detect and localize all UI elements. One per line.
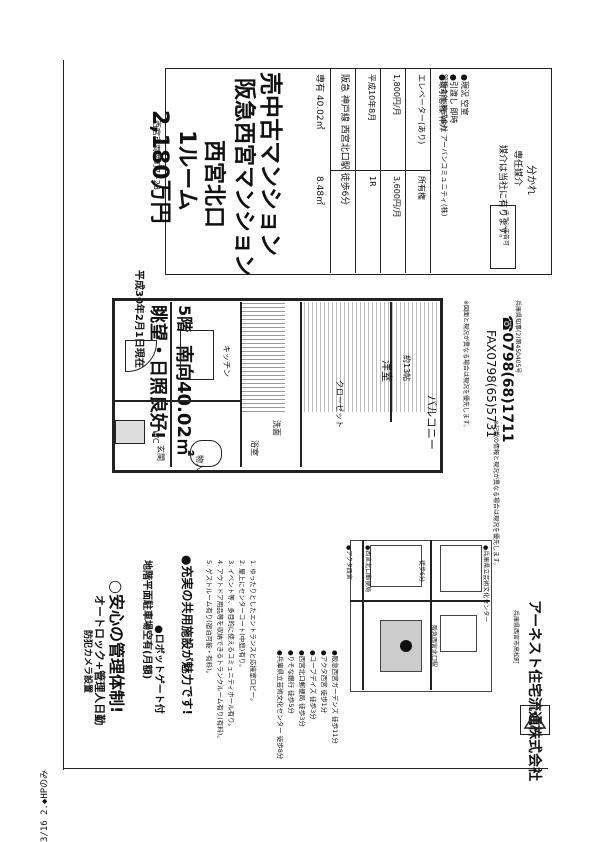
shared-facilities-list: 1. ゆったりとしたエントランスと応接室ロビー。 2. 屋上にセンターコート(中… bbox=[203, 560, 258, 742]
plan-label-bath: 浴室 bbox=[250, 440, 259, 456]
list-item: ●阪急西宮ガーデンズ 徒歩11分 bbox=[331, 650, 339, 744]
contact-label1: 分かれ bbox=[525, 165, 536, 195]
hero-floor: 5階 bbox=[175, 305, 194, 333]
spec-elevator: エレベーター(あり) bbox=[417, 74, 426, 145]
status-item: ●引渡し 即時 bbox=[449, 74, 458, 124]
spec-layout: 1R bbox=[368, 176, 377, 187]
plan-label-balcony: バルコニー bbox=[425, 395, 438, 450]
plan-wall-internal bbox=[300, 302, 302, 467]
map-block bbox=[370, 545, 422, 587]
plan-label-storage: 物入 bbox=[195, 455, 204, 471]
company-address: 兵庫県西宮市高松町 bbox=[512, 610, 519, 665]
plan-wall-outer-left bbox=[112, 298, 115, 473]
status-item: ●取引態様 仲介 bbox=[438, 74, 447, 132]
plan-wall-internal bbox=[170, 302, 172, 467]
map-block bbox=[440, 615, 477, 652]
plan-floor-hatch bbox=[240, 302, 285, 412]
list-item: ●りそな銀行 徒歩5分 bbox=[287, 650, 295, 714]
map-frame bbox=[350, 540, 492, 692]
map-block bbox=[440, 545, 482, 592]
spec-land-rights: 所有権 bbox=[417, 176, 426, 200]
spec-panel bbox=[165, 68, 552, 275]
frame-bottom bbox=[63, 768, 548, 769]
plan-room-hatch bbox=[300, 302, 438, 412]
list-item: 4. アウトドア用品等を収納できるトランクルーム有り(有料)。 bbox=[216, 560, 224, 742]
contact-stamp-box bbox=[490, 205, 516, 269]
frame-left bbox=[63, 60, 64, 770]
contact-label2: 専任媒介 bbox=[512, 150, 522, 187]
list-item: ●兵庫県立芸術文化センター 徒歩8分 bbox=[276, 650, 284, 760]
map-label: ●西宮北口郵便局 bbox=[364, 545, 371, 593]
list-item: 1. ゆったりとしたエントランスと応接室ロビー。 bbox=[249, 560, 257, 705]
map-label: ●兵庫県立芸術文化センター bbox=[482, 545, 489, 623]
spec-area-sqm: 8.48㎡ bbox=[314, 176, 324, 206]
plan-wall-internal bbox=[112, 400, 242, 402]
plan-label-washer: 洗面 bbox=[272, 420, 281, 436]
current-status: ●現況 空室 ●引渡し 即時 ●取引態様 仲介 bbox=[437, 74, 470, 132]
features-shared-title: ●充実の共用施設が魅力です! bbox=[180, 555, 194, 715]
contact-form: チラシ広告可 bbox=[502, 210, 509, 246]
spec-repair-fund: 3,600円/月 bbox=[392, 176, 401, 218]
plan-kitchen-counter bbox=[180, 330, 214, 380]
plan-wall-balcony bbox=[390, 302, 392, 422]
spec-divider-5 bbox=[430, 68, 431, 273]
list-item: ●西宮北口郵便局 徒歩3分 bbox=[298, 650, 306, 727]
plan-label-entrance: 玄関 bbox=[156, 445, 165, 461]
plan-label-kitchen: キッチン bbox=[222, 345, 231, 377]
spec-row-divider bbox=[330, 170, 430, 171]
plan-wall-internal bbox=[240, 302, 242, 467]
map-pin-icon bbox=[400, 640, 412, 652]
spec-mgmt-fee: 1,800円/月 bbox=[392, 74, 401, 116]
spec-built: 平成10年8月 bbox=[367, 74, 376, 122]
plan-wall-outer-right bbox=[440, 298, 443, 473]
plan-label-closet: クローゼット bbox=[335, 380, 344, 428]
disclaimer: ※記載の情報と現況が異なる場合は現況を優先します。 bbox=[492, 420, 499, 569]
list-item: 5. ゲストルーム有り(宿泊可能・有料)。 bbox=[205, 560, 213, 678]
plan-label-room: 洋室 bbox=[380, 360, 393, 382]
margin-note: 3/16 2.◆HPのみ bbox=[40, 769, 50, 842]
company-tel: ☎0798(68)1711 bbox=[499, 315, 515, 443]
list-item: ●コープデイズ 徒歩3分 bbox=[309, 650, 317, 720]
features-parking: 地階平面駐車場空有(月額) bbox=[141, 560, 152, 680]
hero-tagline: 眺望・日照良好! bbox=[147, 305, 168, 440]
nearby-list: ●阪急西宮ガーデンズ 徒歩11分 ●アクタ西宮 徒歩1分 ●コープデイズ 徒歩3… bbox=[274, 650, 340, 759]
map-road bbox=[362, 540, 364, 690]
plan-wc bbox=[115, 420, 145, 444]
plan-note: ※図面と現況が異なる場合は現況を優先します。 bbox=[462, 300, 469, 431]
list-item: ●アクタ西宮 徒歩1分 bbox=[320, 650, 328, 714]
headline-line2: 阪急西宮マンション bbox=[231, 78, 256, 277]
plan-label-wc: WC bbox=[151, 430, 160, 444]
header-address: 西宮市両度町7−28 bbox=[152, 120, 161, 190]
map-road bbox=[350, 600, 490, 602]
list-item: 3. イベント等、多目的に使えるコミュニティホール有り。 bbox=[227, 560, 235, 731]
map-label: ●アクタ西宮 bbox=[345, 545, 352, 580]
spec-station: 阪急 神戸線 西宮北口駅 徒歩6分 bbox=[339, 74, 349, 206]
map-label: 阪急西宮北口駅 bbox=[430, 625, 437, 668]
company-name: アーネスト住宅流通株式会社 bbox=[526, 600, 542, 782]
plan-wall-outer-bottom bbox=[112, 470, 442, 473]
status-item: ●現況 空室 bbox=[460, 74, 469, 116]
spec-area: 専有 40.02㎡ bbox=[314, 74, 324, 130]
plan-label-room-size: 約13帖 bbox=[402, 355, 411, 382]
features-title: ○安心の管理体制! bbox=[107, 580, 126, 714]
list-item: 2. 屋上にセンターコート(中庭)有り。 bbox=[238, 560, 246, 671]
plan-bath-tub bbox=[190, 440, 222, 467]
map-label: 徒歩6分 bbox=[418, 560, 425, 582]
company-logo-icon bbox=[520, 705, 550, 735]
features-sub2: 防犯カメラ設置 bbox=[82, 630, 92, 694]
plan-wall-outer-top bbox=[112, 298, 442, 301]
map-road bbox=[430, 540, 432, 690]
